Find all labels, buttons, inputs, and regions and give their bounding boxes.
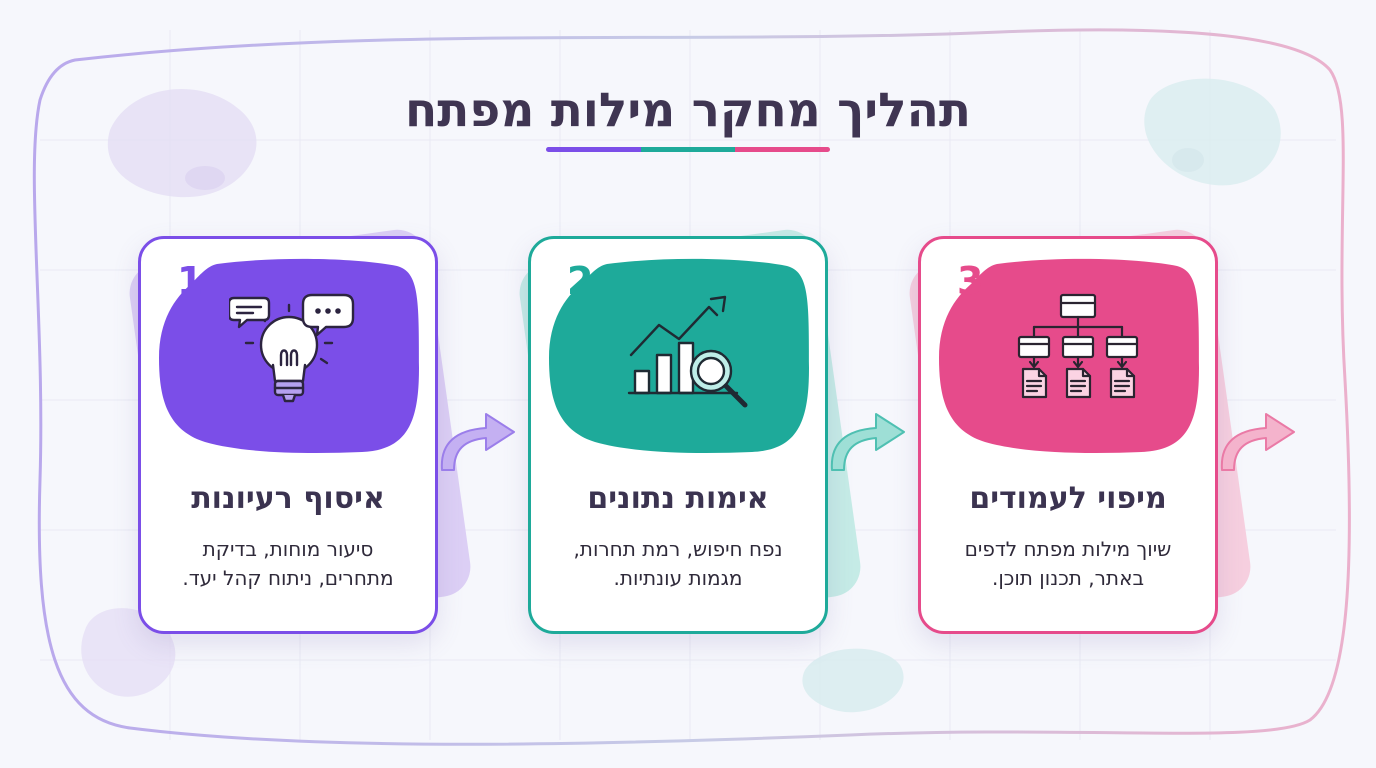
lightbulb-speech-bubbles-icon — [229, 293, 355, 403]
step-number: 3 — [957, 259, 984, 303]
step-number: 1 — [177, 259, 204, 303]
title-underline — [546, 147, 830, 152]
connector-arrow-1 — [440, 413, 515, 471]
step-description: נפח חיפוש, רמת תחרות, מגמות עונתיות. — [573, 537, 783, 590]
step-description: סיעור מוחות, בדיקת מתחרים, ניתוח קהל יעד… — [182, 537, 394, 590]
step-title: אימות נתונים — [587, 481, 769, 516]
step-number: 2 — [567, 259, 594, 303]
step-description: שיוך מילות מפתח לדפים באתר, תכנון תוכן. — [964, 537, 1172, 590]
step-title: איסוף רעיונות — [191, 481, 385, 516]
connector-arrow-2 — [830, 413, 905, 471]
growth-chart-magnifier-icon — [627, 295, 748, 408]
connector-arrow-3 — [1220, 413, 1295, 471]
step-card-3: 3 מיפוי לעמ — [918, 236, 1218, 634]
page-title: תהליך מחקר מילות מפתח — [405, 83, 971, 138]
step-card-1: 1 איסוף רעיונות סיעור מוחות, בדיקת מתחרי… — [138, 236, 438, 634]
step-title: מיפוי לעמודים — [969, 481, 1167, 516]
step-card-2: 2 אימות נתונים נפח חיפוש, רמת תחרות, מגמ… — [528, 236, 828, 634]
sitemap-pages-icon — [1017, 293, 1139, 399]
